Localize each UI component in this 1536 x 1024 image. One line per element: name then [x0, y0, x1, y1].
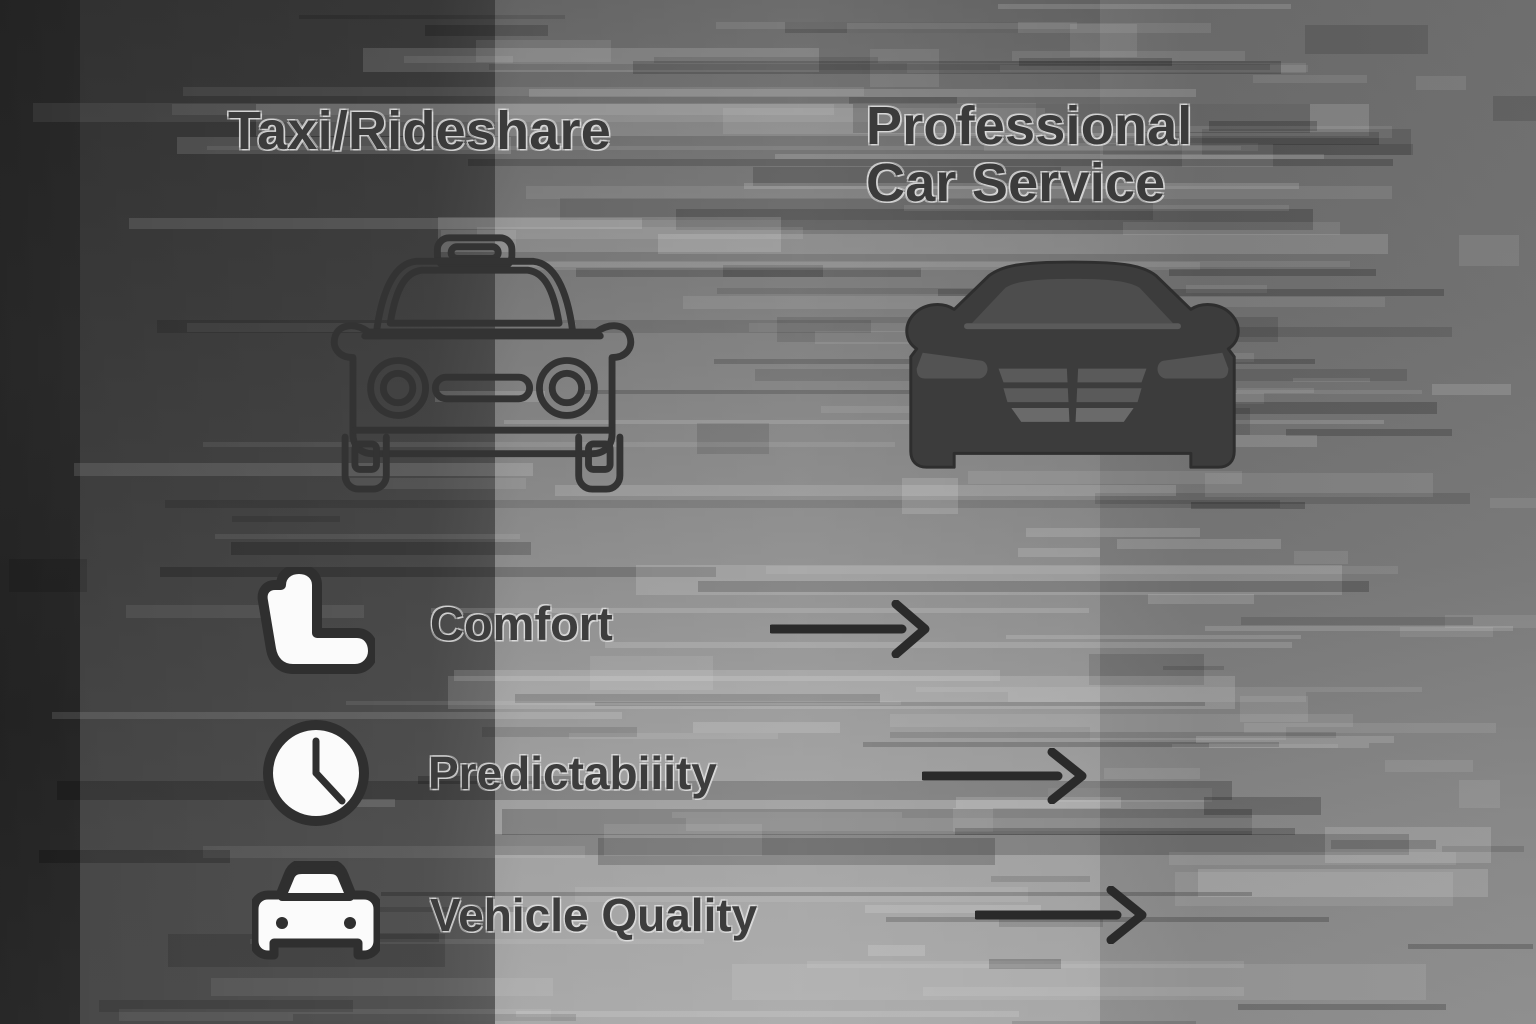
feature-row-comfort: Comfort	[250, 567, 1250, 679]
right-arrow-icon	[919, 747, 1087, 805]
car-seat-icon	[257, 567, 375, 674]
right-arrow-icon	[972, 885, 1147, 945]
luxury-sedan-front-icon	[895, 258, 1250, 490]
background-band-far-left	[0, 0, 80, 1024]
car-front-icon-wrap	[250, 861, 382, 969]
background-band-left	[80, 0, 495, 1024]
feature-label-vehicle-quality: Vehicle Quality	[430, 889, 758, 941]
arrow-comfort	[767, 599, 930, 659]
car-seat-icon-wrap	[250, 567, 382, 679]
clock-icon	[263, 720, 369, 826]
taxi-front-icon	[325, 228, 640, 493]
feature-label-comfort: Comfort	[430, 596, 613, 650]
arrow-vehicle-quality	[972, 885, 1147, 945]
left-column-title: Taxi/Rideshare	[228, 101, 611, 161]
right-column-title: Professional Car Service	[866, 96, 1296, 214]
right-arrow-icon	[767, 599, 930, 659]
feature-label-predictability: Predictabiiity	[428, 747, 717, 799]
feature-row-vehicle-quality: Vehicle Quality	[250, 860, 1250, 970]
clock-icon-wrap	[250, 717, 382, 829]
background-band-center	[495, 0, 1100, 1024]
car-front-icon	[252, 861, 380, 960]
feature-row-predictability: Predictabiiity	[250, 718, 1250, 828]
right-column-title-line1: Professional	[866, 96, 1193, 156]
background-band-right	[1100, 0, 1536, 1024]
arrow-predictability	[919, 747, 1087, 805]
right-column-title-line2: Car Service	[866, 153, 1166, 214]
